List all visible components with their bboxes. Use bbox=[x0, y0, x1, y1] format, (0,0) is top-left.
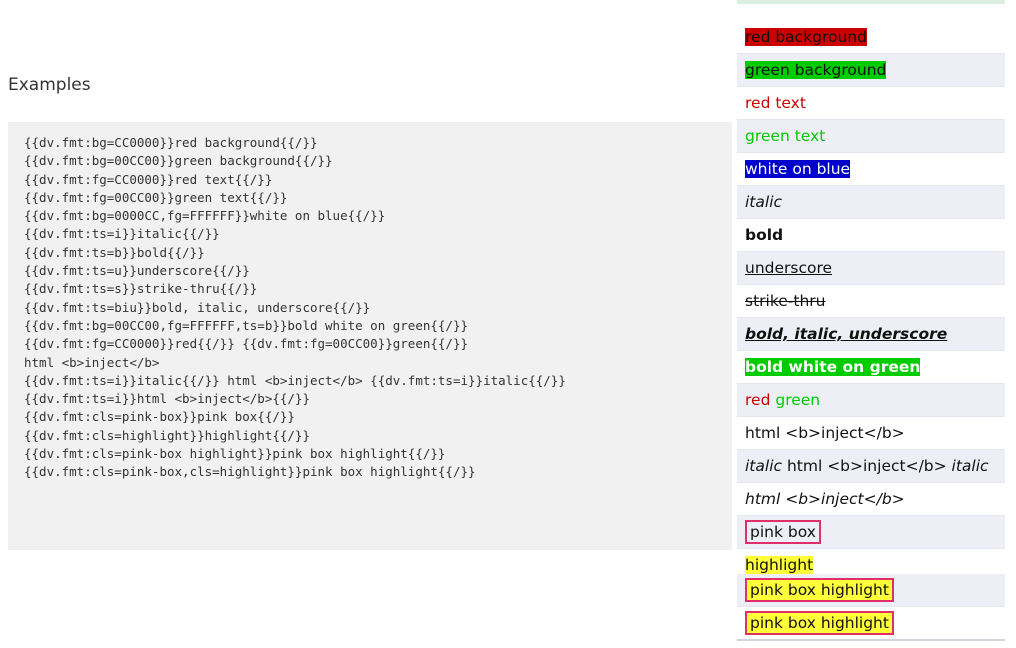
green-background-text: green background bbox=[745, 61, 887, 79]
result-row-bold-white-on-green: bold white on green bbox=[737, 351, 1005, 384]
code-line: {{dv.fmt:cls=pink-box highlight}}pink bo… bbox=[24, 446, 446, 462]
highlight-text: highlight bbox=[745, 556, 814, 574]
result-row-red-green: red green bbox=[737, 384, 1005, 417]
bold-white-on-green-text: bold white on green bbox=[745, 358, 921, 376]
result-row-italic-html-inject: html <b>inject</b> bbox=[737, 483, 1005, 516]
green-text: green text bbox=[745, 127, 826, 145]
italic-left-text: italic bbox=[745, 457, 783, 475]
red-text: red text bbox=[745, 94, 806, 112]
result-row-green-background: green background bbox=[737, 54, 1005, 87]
code-line: {{dv.fmt:bg=CC0000}}red background{{/}} bbox=[24, 135, 318, 150]
italic-right-text: italic bbox=[951, 457, 989, 475]
result-row-pink-box-highlight-1: pink box highlight bbox=[737, 574, 1005, 607]
examples-heading: Examples bbox=[8, 75, 91, 95]
code-line: {{dv.fmt:ts=b}}bold{{/}} bbox=[24, 244, 205, 260]
code-line: {{dv.fmt:ts=i}}italic{{/}} html <b>injec… bbox=[24, 372, 566, 388]
code-line: {{dv.fmt:bg=0000CC,fg=FFFFFF}}white on b… bbox=[24, 208, 386, 224]
html-inject-mid-text: html <b>inject</b> bbox=[782, 457, 952, 475]
code-line: {{dv.fmt:ts=i}}html <b>inject</b>{{/}} bbox=[24, 391, 310, 407]
result-row-white-on-blue: white on blue bbox=[737, 153, 1005, 186]
code-line: {{dv.fmt:cls=pink-box,cls=highlight}}pin… bbox=[24, 464, 476, 480]
result-row-underscore: underscore bbox=[737, 252, 1005, 285]
white-on-blue-text: white on blue bbox=[745, 160, 851, 178]
italic-html-inject-text: html <b>inject</b> bbox=[745, 490, 905, 508]
bold-italic-underscore-text: bold, italic, underscore bbox=[745, 325, 948, 343]
red-word: red bbox=[745, 391, 771, 409]
code-line: html <b>inject</b> bbox=[24, 354, 160, 370]
result-row-pink-box-highlight-2: pink box highlight bbox=[737, 607, 1005, 640]
code-line: {{dv.fmt:bg=00CC00}}green background{{/}… bbox=[24, 153, 333, 169]
code-line: {{dv.fmt:ts=s}}strike-thru{{/}} bbox=[24, 281, 258, 297]
code-line: {{dv.fmt:cls=pink-box}}pink box{{/}} bbox=[24, 409, 295, 425]
green-word: green bbox=[775, 391, 821, 409]
strike-thru-text: strike-thru bbox=[745, 292, 826, 310]
result-row-italic: italic bbox=[737, 186, 1005, 219]
pink-box-highlight-text: pink box highlight bbox=[745, 611, 894, 635]
code-line: {{dv.fmt:ts=i}}italic{{/}} bbox=[24, 226, 220, 242]
result-row-italic-html-inject-italic: italic html <b>inject</b> italic bbox=[737, 450, 1005, 483]
result-row-red-text: red text bbox=[737, 87, 1005, 120]
result-row-html-inject: html <b>inject</b> bbox=[737, 417, 1005, 450]
code-line: {{dv.fmt:ts=biu}}bold, italic, underscor… bbox=[24, 299, 371, 315]
code-line: {{dv.fmt:ts=u}}underscore{{/}} bbox=[24, 263, 250, 279]
rendered-results-panel: red background green background red text… bbox=[737, 0, 1005, 642]
code-line: {{dv.fmt:fg=00CC00}}green text{{/}} bbox=[24, 189, 288, 205]
italic-text: italic bbox=[745, 193, 783, 211]
code-line: {{dv.fmt:fg=CC0000}}red text{{/}} bbox=[24, 171, 273, 187]
pink-box-highlight-text: pink box highlight bbox=[745, 578, 894, 602]
bold-text: bold bbox=[745, 226, 784, 244]
result-row-green-text: green text bbox=[737, 120, 1005, 153]
panel-top-bar bbox=[737, 0, 1005, 4]
code-block: {{dv.fmt:bg=CC0000}}red background{{/}} … bbox=[8, 122, 732, 550]
html-inject-text: html <b>inject</b> bbox=[745, 424, 905, 442]
underscore-text: underscore bbox=[745, 259, 833, 277]
panel-bottom-divider bbox=[737, 639, 1005, 641]
code-line: {{dv.fmt:bg=00CC00,fg=FFFFFF,ts=b}}bold … bbox=[24, 317, 469, 333]
result-row-red-background: red background bbox=[737, 21, 1005, 54]
result-row-strike-thru: strike-thru bbox=[737, 285, 1005, 318]
red-background-text: red background bbox=[745, 28, 868, 46]
code-line: {{dv.fmt:cls=highlight}}highlight{{/}} bbox=[24, 427, 310, 443]
result-row-bold: bold bbox=[737, 219, 1005, 252]
result-row-pink-box: pink box bbox=[737, 516, 1005, 549]
result-row-bold-italic-underscore: bold, italic, underscore bbox=[737, 318, 1005, 351]
pink-box-text: pink box bbox=[745, 520, 821, 544]
code-line: {{dv.fmt:fg=CC0000}}red{{/}} {{dv.fmt:fg… bbox=[24, 336, 469, 352]
